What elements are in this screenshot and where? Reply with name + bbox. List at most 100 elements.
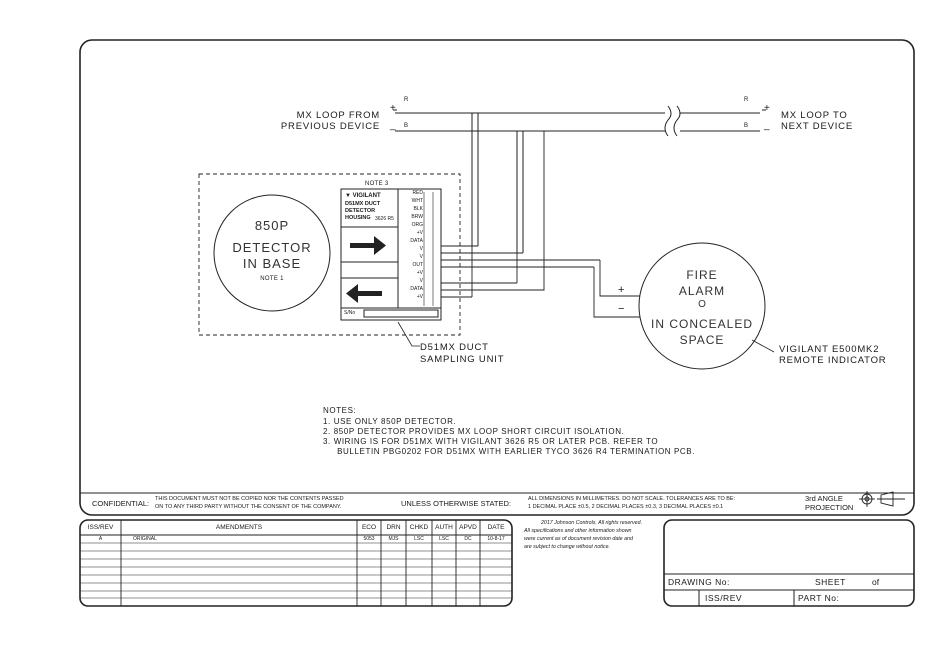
drawing-border [79, 39, 915, 516]
terminal-blk: BLK [413, 206, 423, 212]
terminal-data2: DATA [410, 286, 423, 292]
drawing-no-label: DRAWING No: [668, 577, 730, 587]
terminal-brw: BRW [411, 214, 423, 220]
indicator-line-4: IN CONCEALED [650, 317, 754, 331]
unless-label: UNLESS OTHERWISE STATED: [401, 499, 512, 508]
note-item-2: 2. 850P DETECTOR PROVIDES MX LOOP SHORT … [323, 427, 625, 436]
unless-text-2: 1 DECIMAL PLACE ±0.5, 2 DECIMAL PLACES ±… [528, 504, 724, 510]
copyright-line-4: are subject to change without notice. [524, 544, 610, 550]
loop-out-label-2: NEXT DEVICE [781, 121, 853, 132]
indicator-circle [638, 242, 766, 370]
loop-out-b: B [744, 123, 749, 129]
note-item-1: 1. USE ONLY 850P DETECTOR. [323, 417, 457, 426]
unit-title-3: HOUSING [345, 215, 371, 221]
amend-header-amendments: AMENDMENTS [215, 524, 263, 531]
loop-in-label-1: MX LOOP FROM [296, 110, 380, 121]
indicator-caption-1: VIGILANT E500MK2 [779, 344, 880, 355]
unit-wiring [441, 131, 640, 318]
terminal-red: RED [412, 190, 423, 196]
loop-in-pos: + [390, 103, 396, 114]
sampling-unit-box [340, 188, 442, 321]
terminal-v3: V [419, 278, 423, 284]
copyright-line-2: All specifications and other information… [524, 528, 632, 534]
detector-circle [213, 194, 331, 312]
detector-note: NOTE 1 [260, 276, 284, 282]
terminal-pv2: +V [416, 270, 423, 276]
indicator-led-icon: O [698, 299, 706, 310]
terminal-v2: V [419, 254, 423, 260]
amend-cell-amendment: ORIGINAL [133, 536, 157, 542]
amend-header-auth: AUTH [435, 524, 453, 531]
amend-header-issrev: ISS/REV [87, 524, 114, 531]
title-block [663, 519, 915, 607]
loop-in-b: B [404, 123, 409, 129]
amend-cell-date: 10-8-17 [487, 536, 505, 542]
duct-enclosure [198, 173, 461, 336]
indicator-line-1: FIRE [686, 268, 718, 282]
amend-cell-auth: LSC [439, 536, 449, 542]
terminal-data1: DATA [410, 238, 423, 244]
part-no-label: PART No: [798, 593, 840, 603]
note3-label: NOTE 3 [365, 181, 389, 187]
amend-cell-eco: 5053 [363, 536, 375, 542]
notes-heading: NOTES: [323, 406, 357, 415]
loop-out-neg: _ [764, 120, 770, 131]
indicator-line-2: ALARM [678, 284, 726, 298]
projection-label-2: PROJECTION [805, 503, 854, 512]
indicator-line-5: SPACE [679, 333, 725, 347]
confidential-text-2: ON TO ANY THIRD PARTY WITHOUT THE CONSEN… [155, 504, 342, 510]
loop-out-label-1: MX LOOP TO [781, 110, 848, 121]
loop-out-r: R [744, 97, 749, 103]
terminal-wht: WHT [411, 198, 423, 204]
detector-line-3: IN BASE [242, 256, 302, 271]
amend-cell-issrev: A [98, 536, 103, 542]
loop-in-r: R [404, 97, 409, 103]
amend-header-chkd: CHKD [409, 524, 429, 531]
note-item-4: BULLETIN PBG0202 FOR D51MX WITH EARLIER … [323, 447, 696, 456]
vigilant-brand: VIGILANT [352, 193, 381, 199]
projection-symbol-icon [859, 491, 905, 507]
unit-caption-1: D51MX DUCT [420, 342, 489, 353]
unless-text-1: ALL DIMENSIONS IN MILLIMETRES. DO NOT SC… [528, 496, 736, 502]
amend-cell-chkd: LSC [414, 536, 424, 542]
iss-rev-label: ISS/REV [705, 593, 743, 603]
terminal-org: ORG [411, 222, 423, 228]
confidential-text-1: THIS DOCUMENT MUST NOT BE COPIED NOR THE… [155, 496, 344, 502]
amend-header-eco: ECO [361, 524, 377, 531]
amend-header-drn: DRN [386, 524, 401, 531]
amend-header-date: DATE [487, 524, 505, 531]
projection-label-1: 3rd ANGLE [805, 494, 843, 503]
loop-in-neg: _ [390, 120, 396, 131]
amend-cell-drn: MJS [388, 536, 399, 542]
sheet-of-label: of [872, 577, 880, 587]
detector-line-2: DETECTOR [232, 240, 312, 255]
copyright-line-1: 2017 Johnson Controls. All rights reserv… [540, 520, 643, 526]
unit-title-2: DETECTOR [345, 208, 376, 214]
copyright-line-3: were current as of document revision dat… [524, 536, 633, 542]
vigilant-logo: ▼ VIGILANT [345, 193, 381, 199]
sheet-label: SHEET [815, 577, 846, 587]
amend-cell-apvd: DC [464, 536, 472, 542]
loop-out-pos: + [764, 103, 770, 114]
indicator-leader [751, 339, 775, 353]
indicator-pos: + [618, 284, 625, 296]
indicator-neg: − [618, 303, 625, 315]
arrow-left-icon [346, 284, 382, 303]
terminal-pv3: +V [416, 294, 423, 300]
loop-in-label-2: PREVIOUS DEVICE [280, 121, 380, 132]
confidential-label: CONFIDENTIAL: [92, 499, 150, 508]
terminal-pv1: +V [416, 230, 423, 236]
arrow-right-icon [350, 236, 386, 255]
amendments-table [79, 519, 513, 607]
amend-header-apvd: APVD [459, 524, 477, 531]
unit-title-1: D51MX DUCT [345, 201, 381, 207]
unit-model: 3626 R5 [375, 216, 394, 222]
indicator-caption-2: REMOTE INDICATOR [779, 355, 887, 366]
terminal-v1: V [419, 246, 423, 252]
note-item-3: 3. WIRING IS FOR D51MX WITH VIGILANT 362… [323, 437, 659, 446]
unit-leader [397, 321, 420, 347]
detector-line-1: 850P [254, 218, 290, 233]
loop-bus [395, 105, 760, 253]
serial-number-label: S/No [344, 310, 356, 316]
